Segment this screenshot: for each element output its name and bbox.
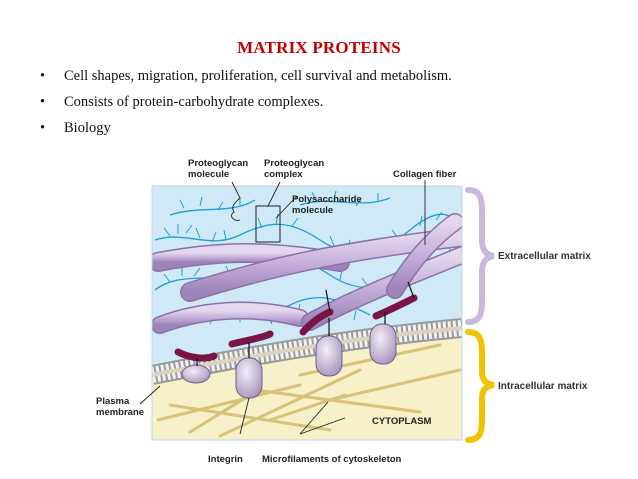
- label-microfilaments: Microfilaments of cytoskeleton: [262, 454, 402, 465]
- callout-lines: [139, 180, 426, 435]
- bullet-dot: •: [40, 94, 46, 110]
- label-proteoglycan-molecule: Proteoglycan molecule: [188, 158, 251, 180]
- label-intracellular-matrix: Intracellular matrix: [498, 381, 588, 392]
- plasma-membrane: [152, 318, 462, 385]
- label-polysaccharide-molecule: Polysaccharide molecule: [292, 194, 364, 216]
- bullet-text: Biology: [64, 120, 111, 136]
- label-integrin: Integrin: [208, 454, 243, 465]
- bullet-text: Cell shapes, migration, proliferation, c…: [64, 68, 452, 84]
- extracellular-brace: [465, 187, 495, 325]
- integrins: [181, 323, 397, 399]
- label-proteoglycan-complex: Proteoglycan complex: [264, 158, 327, 180]
- fibronectin: [174, 294, 418, 362]
- slide-title: MATRIX PROTEINS: [237, 38, 401, 57]
- bullet-dot: •: [40, 68, 46, 84]
- bullet-text: Consists of protein-carbohydrate complex…: [64, 94, 324, 110]
- bullet-item: • Biology: [40, 120, 452, 146]
- fibronectin-links: [196, 281, 415, 366]
- bullet-item: • Cell shapes, migration, proliferation, …: [40, 68, 452, 94]
- figure-frame: [151, 185, 463, 441]
- bullet-dot: •: [40, 120, 46, 136]
- label-cytoplasm: CYTOPLASM: [372, 416, 432, 427]
- intracellular-brace: [465, 329, 495, 443]
- label-collagen-fiber: Collagen fiber: [393, 169, 457, 180]
- bullet-item: • Consists of protein-carbohydrate comple…: [40, 94, 452, 120]
- label-plasma-membrane: Plasma membrane: [96, 396, 144, 418]
- bullet-list: • Cell shapes, migration, proliferation, …: [40, 68, 452, 146]
- label-extracellular-matrix: Extracellular matrix: [498, 251, 591, 262]
